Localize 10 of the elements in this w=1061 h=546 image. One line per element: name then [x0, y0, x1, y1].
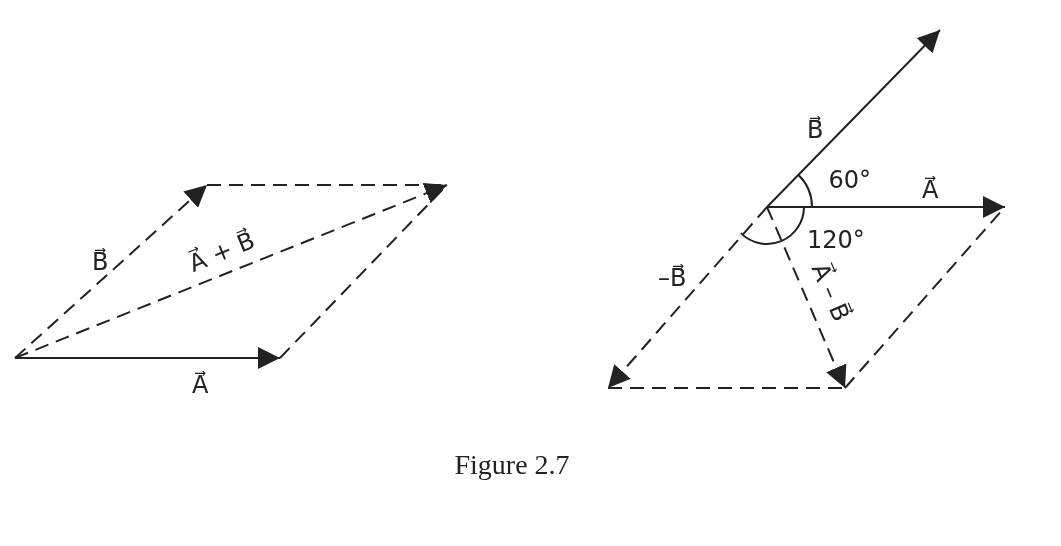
angle-label: 120°	[807, 225, 865, 255]
vector-label: A⃗ – B⃗	[805, 258, 856, 326]
vector-label: A⃗	[192, 370, 209, 400]
angle-label: 60°	[828, 165, 872, 195]
vector-label: A⃗	[922, 175, 939, 205]
vector-label: A⃗ + B⃗	[185, 225, 260, 279]
vector-label: B⃗	[92, 247, 109, 277]
vector-label: B⃗	[807, 115, 824, 145]
vector-label: –B⃗	[658, 263, 687, 293]
figure-caption: Figure 2.7	[454, 449, 570, 481]
